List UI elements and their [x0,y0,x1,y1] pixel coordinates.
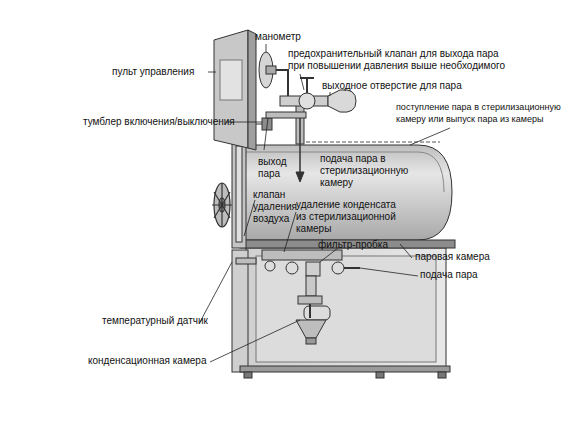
front-door [236,146,242,242]
leader-line [400,244,412,258]
leader-line [360,268,418,276]
callout-label: температурный датчик [102,315,208,327]
bottom-plumbing [296,320,326,338]
callout-label: пульт управления [112,66,194,78]
bottom-plumbing [265,261,275,271]
bottom-plumbing [332,262,344,274]
control-panel [248,30,256,150]
callout-label: подача пара в стерилизационную камеру [320,153,415,189]
callout-label: тумблер включения/выключения [83,116,235,128]
callout-label: конденсационная камера [88,355,206,367]
base-cabinet [240,366,450,372]
control-panel [214,30,272,150]
callout-label: манометр [255,31,301,43]
callout-label: поступление пара в стерилизационную каме… [396,101,566,125]
door-wheel [212,183,232,227]
front-door [232,140,246,248]
base-cabinet [256,256,436,362]
sterilization-chamber [245,145,452,240]
door-wheel [212,183,232,227]
base-cabinet [438,372,446,378]
leader-line [410,128,450,145]
leader-line [330,92,331,96]
base-cabinet [232,250,248,372]
manometer [266,66,276,74]
bottom-plumbing [286,262,298,274]
base-cabinet [246,248,446,368]
steam-piping [299,118,301,180]
callout-label: подача пара [420,269,478,281]
leader-line [300,74,304,90]
bottom-plumbing [304,306,330,320]
leader-line [210,320,300,362]
bottom-plumbing [306,276,316,296]
callout-label: фильтр-пробка [318,239,388,251]
leader-line [266,44,267,52]
sterilization-chamber [240,142,455,248]
leader-line [200,262,232,322]
callout-label: выходное отверстие для пара [322,80,462,92]
base-cabinet [376,372,384,378]
leader-line [200,44,450,362]
leader-line [320,248,338,262]
sterilization-chamber [300,142,440,143]
bottom-plumbing [236,258,256,264]
steam-piping [328,90,356,113]
bottom-plumbing [236,250,360,344]
manometer [276,70,288,98]
bottom-plumbing [298,296,322,304]
leader-line [208,72,216,73]
callout-label: удаление конденсата из стерилизационной … [296,199,404,235]
callout-label: паровая камера [415,251,490,263]
bottom-plumbing [344,267,360,269]
steam-piping [266,112,306,118]
callout-label: предохранительный клапан для выхода пара… [288,48,512,72]
bottom-plumbing [306,262,320,276]
manometer [259,52,288,98]
steam-piping [296,172,304,182]
bottom-plumbing [262,250,342,260]
base-cabinet [244,372,252,378]
callout-label: выход пара [258,156,290,180]
sterilization-chamber [245,152,444,192]
steam-piping [299,93,315,109]
leader-line [264,118,268,150]
control-panel [256,124,262,125]
steam-piping [300,78,314,93]
bottom-plumbing [306,338,316,344]
base-cabinet [232,248,450,378]
front-door [232,140,246,248]
control-panel [214,30,248,148]
control-panel [220,60,242,100]
